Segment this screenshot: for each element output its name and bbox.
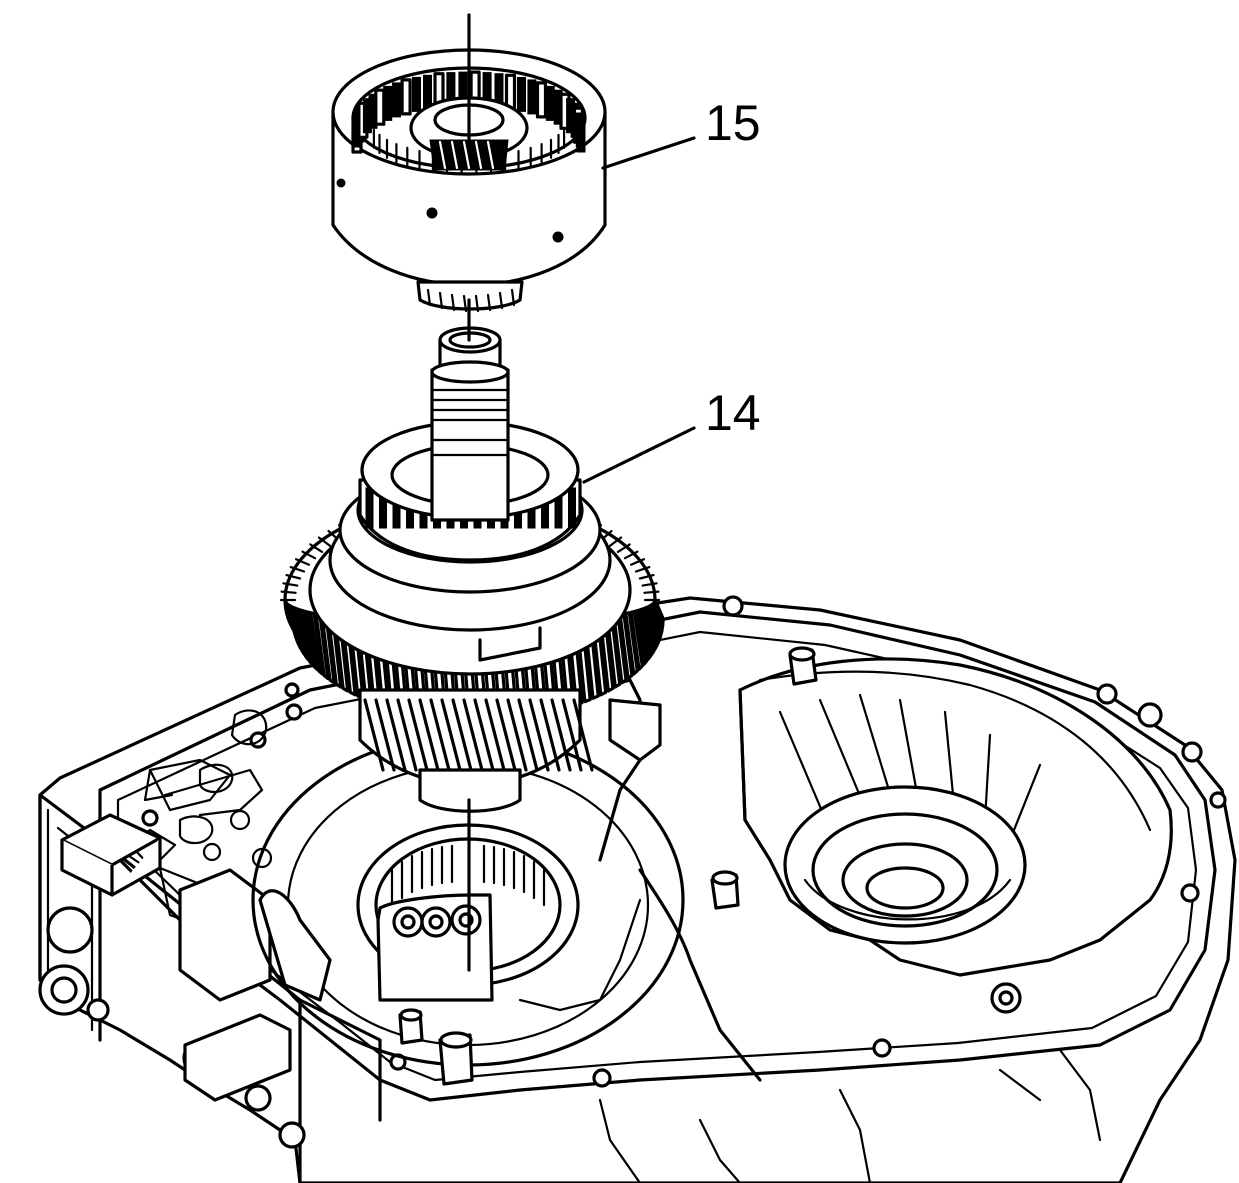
- lower-gear-tooth: [440, 698, 462, 772]
- drum-spline: [527, 79, 537, 115]
- gear-tooth-top: [280, 590, 297, 594]
- lower-gear-tooth: [429, 698, 451, 772]
- gear-assembly-14: [279, 326, 665, 813]
- drum-spline: [517, 76, 526, 112]
- lower-gear-tooth: [506, 698, 528, 772]
- gear-tooth: [642, 606, 656, 656]
- drum-spline: [576, 117, 586, 153]
- transmission-case: [38, 595, 1237, 1183]
- gear-tooth-top: [289, 565, 306, 573]
- lower-gear-tooth: [451, 698, 473, 772]
- lower-gear-tooth: [473, 698, 495, 772]
- lower-gear-teeth: [363, 698, 594, 772]
- lower-gear-tooth: [572, 698, 594, 772]
- lower-gear-tooth: [484, 698, 506, 772]
- gear-tooth: [634, 608, 649, 666]
- drum-slot: [568, 487, 576, 529]
- drum-spline: [412, 76, 421, 112]
- drum-slot: [365, 487, 374, 529]
- gear-tooth-top: [638, 573, 655, 580]
- callout-15: 15: [601, 95, 761, 170]
- gear-tooth-top: [285, 573, 302, 580]
- lower-gear-tooth: [418, 698, 440, 772]
- gear-tooth-top: [608, 536, 623, 548]
- gear-tooth: [309, 611, 324, 676]
- gear-tooth-top: [616, 543, 631, 554]
- gear-tooth: [629, 609, 644, 671]
- lower-gear-tooth: [528, 698, 550, 772]
- callout-15-label: 15: [705, 95, 761, 151]
- lower-gear-tooth: [517, 698, 539, 772]
- lower-gear-tooth: [561, 698, 583, 772]
- gear-tooth-top: [643, 590, 660, 594]
- drum-spline: [392, 82, 401, 118]
- gear-tooth-top: [317, 536, 332, 548]
- gear-tooth-top: [629, 558, 646, 566]
- lower-gear-tooth: [550, 698, 572, 772]
- lower-gear-tooth: [374, 698, 396, 772]
- gear-tooth: [645, 604, 659, 651]
- gear-tooth: [624, 611, 639, 676]
- lower-gear-tooth: [385, 698, 407, 772]
- drum-spline: [400, 78, 412, 116]
- lower-gear-tooth: [495, 698, 517, 772]
- lower-gear-tooth: [462, 698, 484, 772]
- gear-tooth-top: [309, 543, 324, 554]
- gear-tooth-top: [623, 550, 639, 560]
- gear-tooth-top: [641, 582, 658, 587]
- lower-gear-tooth: [363, 698, 385, 772]
- gear-tooth-top: [295, 558, 311, 566]
- gear-tooth-top: [282, 582, 299, 587]
- drum-spline: [374, 88, 386, 126]
- lower-gear-tooth: [396, 698, 418, 772]
- callout-14: 14: [582, 385, 761, 484]
- gear-tooth-top: [634, 565, 651, 573]
- lower-gear-tooth: [539, 698, 561, 772]
- lower-gear-tooth: [407, 698, 429, 772]
- gear-tooth: [638, 607, 653, 661]
- callout-14-label: 14: [705, 385, 761, 441]
- gear-tooth-top: [301, 550, 317, 560]
- drum-spline: [535, 81, 548, 119]
- drum-splines: [351, 70, 586, 175]
- converter-housing: [398, 646, 1173, 1086]
- drum-spline: [383, 85, 393, 121]
- drum-spline: [545, 85, 555, 121]
